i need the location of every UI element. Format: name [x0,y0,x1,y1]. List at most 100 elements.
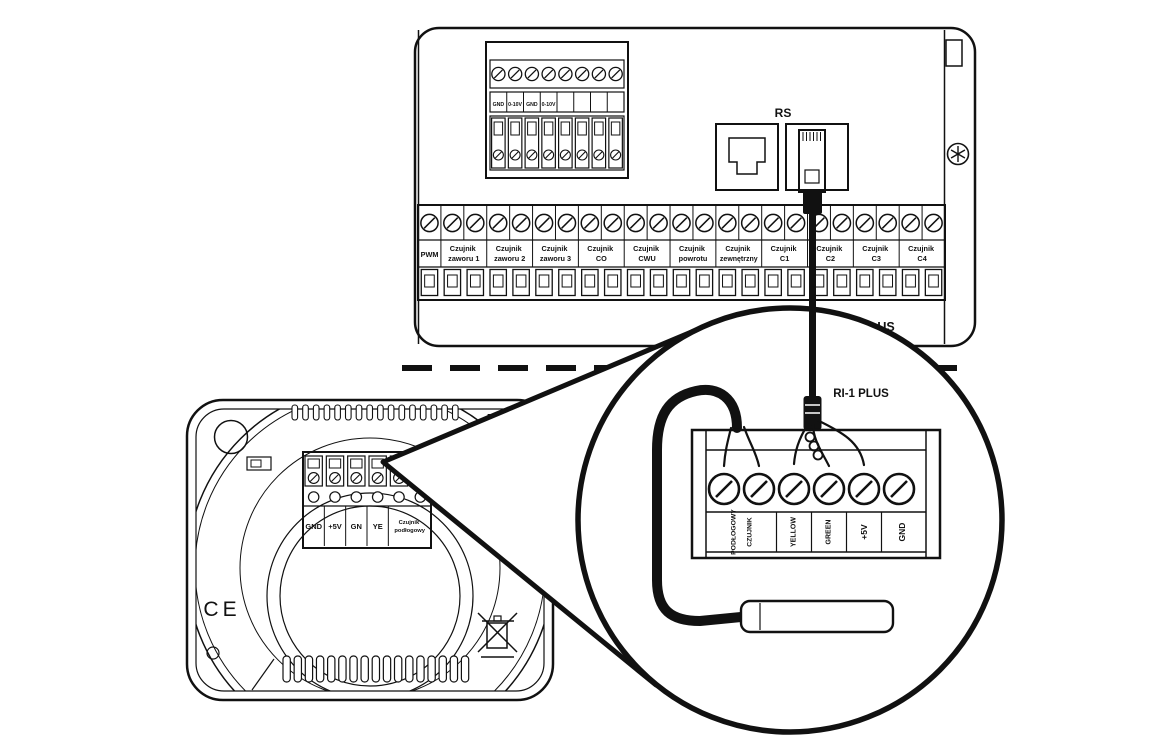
twisted-pair-coil [804,431,816,443]
terminal-label: PODŁOGOWY [731,509,738,555]
ce-mark: CE [203,598,240,621]
rj-socket-icon [728,137,766,175]
screw-slot-icon [494,151,502,159]
vent-slot [427,655,436,683]
connector-detail [250,459,262,468]
screw-slot-icon [515,217,527,229]
terminal-label: Czujnik zaworu 1 [448,244,479,263]
screw-slot-icon [855,480,873,498]
connection-wires [722,418,866,468]
clamp-opening [767,274,779,288]
screw-slot-icon [544,69,554,79]
aux-terminal-block: GND 0-10V GND 0-10V [485,41,629,179]
main-label-dividers [440,240,900,267]
vent-slot [416,655,425,683]
terminal-label: Czujnik powrotu [679,244,708,263]
screw-slot-icon [561,151,569,159]
plug-latch [804,169,820,184]
wire-plus5v [815,418,866,467]
clamp-icon [695,268,714,297]
vent-slot [441,404,448,421]
clamp-opening [882,274,894,288]
screw-slot-icon [309,474,318,482]
wire-hole-icon [350,491,363,503]
rs-jack-empty [715,123,779,191]
clamp-opening [836,274,848,288]
screw-slot-icon [545,151,553,159]
clamp-opening [515,274,527,288]
clamp-icon [901,268,920,297]
terminal-label: Czujnik C1 [771,244,799,263]
clamp-opening [560,121,571,136]
clamp-opening [699,274,710,288]
screw-slot-icon [950,149,966,159]
screw-slot-icon [612,151,620,159]
clamp-opening [307,458,320,469]
vent-slot [304,655,314,683]
vent-slot [419,404,427,421]
aux-clamps [491,117,623,169]
vent-slot [360,655,369,683]
terminal-label: +5V [328,522,342,531]
clamp-opening [561,274,573,288]
clamp-icon [626,268,645,297]
screw-slot-icon [583,217,596,229]
terminal-label: Czujnik zewnętrzny [720,246,758,263]
zoom-terminal-labels: CZUJNIK PODŁOGOWY YELLOW GREEN +5V GND [731,509,908,555]
clamp-icon [580,268,599,297]
screw-slot-icon [578,151,586,159]
mounting-hole [213,419,249,455]
vent-slot [393,655,403,683]
terminal-label: YE [373,522,383,531]
vent-slot [366,404,374,421]
weee-icon [477,612,518,658]
main-terminal-strip: PWM Czujnik zaworu 1 Czujnik zaworu 2 Cz… [417,204,946,301]
bottom-vent-slots [282,655,470,683]
clamp-icon [672,268,691,297]
vent-slot [377,404,384,421]
screw-slot-icon [881,217,894,229]
terminal-block-outline [690,428,942,560]
vent-slot [327,655,336,683]
aux-label: 0-10V [508,102,522,108]
vent-slot [282,655,291,683]
screw-slot-icon [767,217,780,229]
clamp-opening [469,274,481,288]
screw-slot-icon [561,217,573,229]
clamp-opening [577,121,587,136]
clamp-opening [607,274,619,288]
bin-body [486,622,508,649]
clamp-opening [905,274,916,288]
vent-slot [371,655,381,683]
clamp-icon [443,268,462,297]
plug-boot [803,190,822,214]
twisted-pair-coil [812,449,824,461]
screw-slot-icon [611,69,621,79]
terminal-strip-outline [417,204,946,301]
vent-slot [334,404,341,421]
clamp-icon [466,268,485,297]
clamp-icon [787,268,805,297]
clamp-opening [350,458,363,469]
floor-sensor-wire [652,384,746,626]
body-circle [239,437,501,691]
clamp-opening [722,274,733,288]
clamp-opening [610,121,621,136]
screw-slot-icon [423,217,436,229]
clamp-opening [594,121,604,136]
terminal-label: Czujnik podłogowy [394,520,425,534]
terminal-label: GREEN [826,520,833,545]
terminal-label: PWM [421,250,439,259]
screw-slot-icon [446,217,459,229]
screw-slot-icon [331,474,339,482]
chamfer-line [251,658,275,691]
cross-line [477,612,518,653]
screw-slot-icon [820,480,838,498]
clamp-icon [535,268,553,297]
screw-slot-icon [858,217,871,229]
aux-screws [491,66,623,82]
clamp-icon [489,268,508,297]
terminal-label: Czujnik C4 [908,244,936,263]
screw-slot-icon [836,217,848,229]
